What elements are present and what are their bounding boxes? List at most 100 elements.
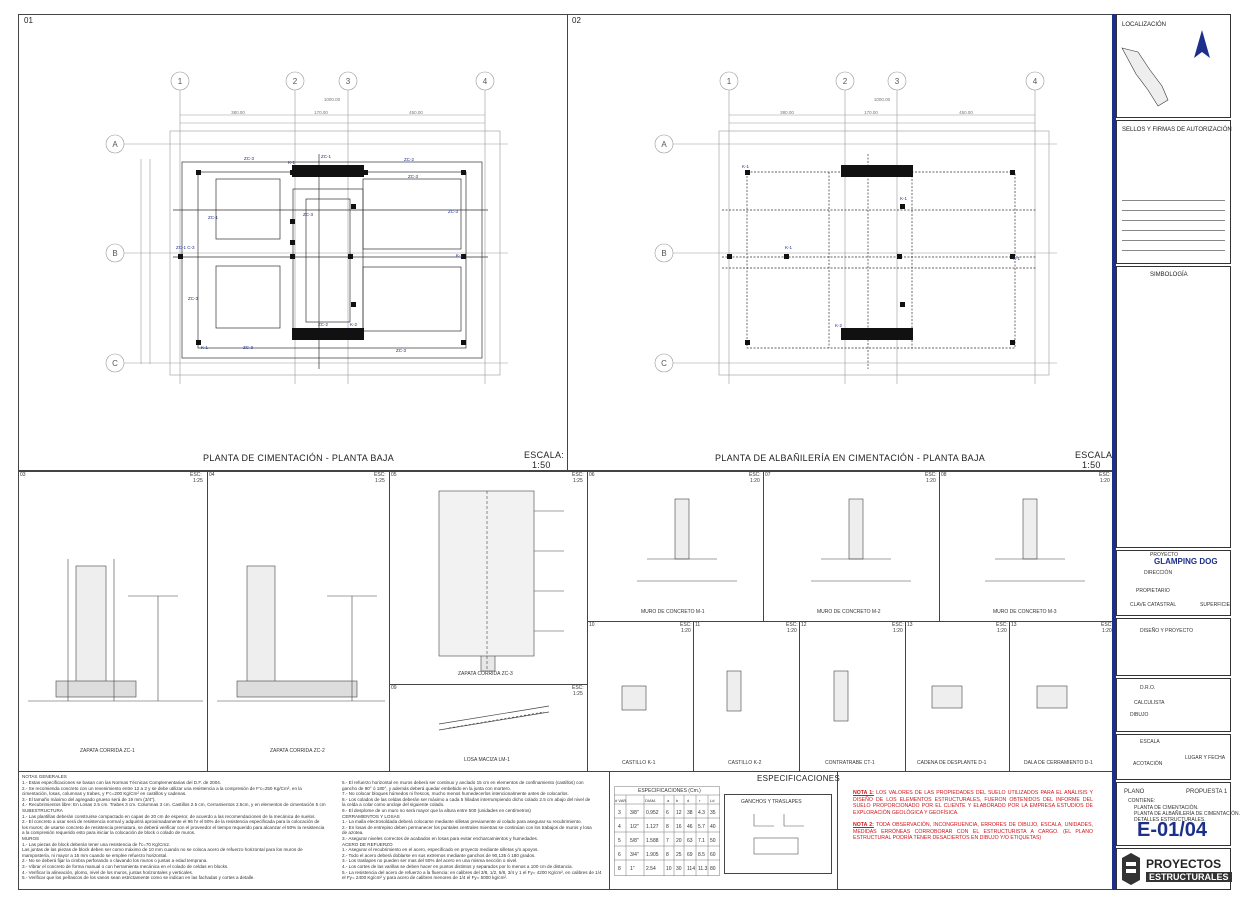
spec-cell: 10 bbox=[666, 866, 672, 872]
p04-num: 04 bbox=[209, 472, 215, 478]
tb-escala bbox=[1116, 734, 1231, 780]
spec-cell: 16 bbox=[676, 824, 682, 830]
dim2-2: 170.00 bbox=[864, 110, 878, 115]
caption-k1: CASTILLO K-1 bbox=[622, 760, 656, 766]
tb-proyecto bbox=[1116, 550, 1231, 616]
tb-contenido-2: PLANTA DE ALBAÑILERÍA DE CIMENTACIÓN. bbox=[1134, 811, 1240, 817]
p13b-esc: ESC: bbox=[1101, 622, 1113, 628]
plan2-label-k1-3: K-1 bbox=[900, 196, 908, 201]
tb-superficie: SUPERFICIE bbox=[1200, 602, 1231, 608]
dim2-3: 450.00 bbox=[959, 110, 973, 115]
note-line: de azotea. bbox=[342, 830, 364, 836]
tb-logo bbox=[1116, 848, 1231, 890]
p13a-scale: 1:20 bbox=[997, 628, 1007, 634]
spec-cell: 1" bbox=[630, 866, 635, 872]
spec-cell: 4.3 bbox=[698, 810, 705, 816]
panel-number-02: 02 bbox=[572, 16, 581, 25]
tb-localizacion bbox=[1116, 14, 1231, 118]
tb-accent-bar bbox=[1112, 14, 1116, 890]
plan-01-scale-label: ESCALA: bbox=[524, 450, 565, 460]
p12-scale: 1:20 bbox=[893, 628, 903, 634]
tb-sheet-number: E-01/04 bbox=[1137, 819, 1208, 841]
caption-d1: CADENA DE DESPLANTE D-1 bbox=[917, 760, 987, 766]
spec-cell: 1/2" bbox=[630, 824, 639, 830]
note-line: 4.- Los cortes de las varillas se deben … bbox=[342, 863, 573, 869]
dim2-1: 380.00 bbox=[780, 110, 794, 115]
spec-cell: 69 bbox=[687, 852, 693, 858]
note-line: 1.- Estas especificaciones se basan con … bbox=[22, 780, 222, 785]
tb-dro-label: D.R.O. bbox=[1140, 685, 1156, 691]
note-line: la celda a colar como anclaje del siguie… bbox=[342, 802, 445, 808]
detail-zc1 bbox=[28, 559, 203, 702]
spec-cell: 12 bbox=[676, 810, 682, 816]
note-line: 1.- Asegurar el recubrimiento en el acer… bbox=[342, 847, 539, 853]
dim2-total: 1000.00 bbox=[874, 97, 891, 102]
note-line: 4.- Recubrimientos libre: En Losas 2.5 c… bbox=[22, 802, 326, 808]
notes-heading: NOTAS GENERALES bbox=[22, 774, 67, 779]
specs-table bbox=[614, 786, 720, 876]
plan-01-title: PLANTA DE CIMENTACIÓN - PLANTA BAJA bbox=[203, 453, 395, 463]
grid-col-1: 1 bbox=[178, 77, 183, 86]
p08-num: 08 bbox=[941, 472, 947, 478]
caption-m1: MURO DE CONCRETO M-1 bbox=[641, 609, 705, 615]
p10-scale: 1:20 bbox=[681, 628, 691, 634]
spec-cell: 7.1 bbox=[698, 838, 705, 844]
caption-zc2: ZAPATA CORRIDA ZC-2 bbox=[270, 748, 325, 754]
spec-cell: 2.54 bbox=[646, 866, 656, 872]
plan-label-zc2-2: ZC-2 bbox=[318, 322, 328, 327]
spec-cell: 5 bbox=[618, 838, 621, 844]
note-line: 6.- El refuerzo horizontal en muros debe… bbox=[342, 780, 584, 785]
note-line: 3.- Los traslapes no pueden ser mas del … bbox=[342, 858, 518, 864]
p04-scale: 1:25 bbox=[375, 478, 385, 484]
note-line: mampostería, ni mayor a 15 mm cuando se … bbox=[22, 852, 168, 858]
spec-cell: 80 bbox=[710, 866, 716, 872]
tb-simbologia-title: SIMBOLOGÍA bbox=[1150, 272, 1188, 278]
plan-label-k2: K-2 bbox=[350, 322, 358, 327]
note-line: 8.- Los colados de las celdas deberán se… bbox=[342, 796, 591, 802]
sign-line bbox=[1122, 220, 1225, 221]
p06-num: 06 bbox=[589, 472, 595, 478]
p05-esc: ESC: bbox=[572, 472, 584, 478]
plan-label-k1: K-1 bbox=[288, 160, 296, 165]
note-line: 9.- El desplome de un muro no será mayor… bbox=[342, 807, 531, 813]
notes-left: 1.- Estas especificaciones se basan con … bbox=[22, 780, 342, 881]
tb-localizacion-title: LOCALIZACIÓN bbox=[1122, 22, 1167, 28]
spec-cell: 46 bbox=[687, 824, 693, 830]
spec-cell: 1.588 bbox=[646, 838, 659, 844]
grid2-col-3: 3 bbox=[895, 77, 900, 86]
plan-label-zc1c3: ZC-1 C-3 bbox=[176, 245, 195, 250]
plan2-label-k1-2: K-1 bbox=[785, 245, 793, 250]
spec-cell: 3/8" bbox=[630, 810, 639, 816]
p09-scale: 1:25 bbox=[573, 691, 583, 697]
tb-contenido-1: PLANTA DE CIMENTACIÓN. bbox=[1134, 805, 1199, 811]
tb-proyecto-name: GLAMPING DOG bbox=[1154, 557, 1218, 566]
note-line: 5.- La resistencia del acero de refuerzo… bbox=[342, 869, 602, 875]
note-line: Las juntas de las piezas de block deben … bbox=[22, 847, 303, 853]
tb-diseno-label: DISEÑO Y PROYECTO bbox=[1140, 628, 1194, 634]
plan-label-zc3-3: ZC-3 bbox=[303, 212, 313, 217]
detail-zc2 bbox=[217, 565, 385, 702]
p12-esc: ESC: bbox=[892, 622, 904, 628]
detail-castillos bbox=[621, 670, 1068, 722]
p08-scale: 1:20 bbox=[1100, 478, 1110, 484]
p03-esc: ESC: bbox=[190, 472, 202, 478]
tb-calculista: CALCULISTA bbox=[1134, 700, 1165, 706]
plan-01-scale: 1:50 bbox=[532, 460, 551, 470]
note-line: 4.- Verificar la alineación, plomo, nive… bbox=[22, 869, 194, 875]
note-line: el Fy= 2400 Kg/cm² y para acero de calib… bbox=[342, 875, 508, 881]
grid2-row-a: A bbox=[661, 140, 667, 149]
tb-lugar: LUGAR Y FECHA bbox=[1185, 755, 1226, 761]
plan-label-zc3-5: ZC-3 bbox=[188, 296, 198, 301]
spec-cell: 20 bbox=[676, 838, 682, 844]
detail-zc3 bbox=[438, 490, 564, 672]
spec-col-header: d bbox=[687, 798, 690, 803]
note-line: CERRAMIENTOS Y LOSAS bbox=[342, 813, 400, 819]
plan-label-zc3-7: ZC-3 bbox=[396, 348, 406, 353]
tb-proyecto-label: PROYECTO bbox=[1150, 552, 1178, 558]
nota-1: NOTA 1: LOS VALORES DE LAS PROPIEDADES D… bbox=[853, 790, 1093, 816]
p10-num: 10 bbox=[589, 622, 595, 628]
p13b-scale: 1:20 bbox=[1102, 628, 1112, 634]
specs-table-head: ESPECIFICACIONES (Cm.) bbox=[638, 788, 701, 794]
spec-cell: 1.127 bbox=[646, 824, 659, 830]
spec-col-header: Ld bbox=[710, 798, 715, 803]
